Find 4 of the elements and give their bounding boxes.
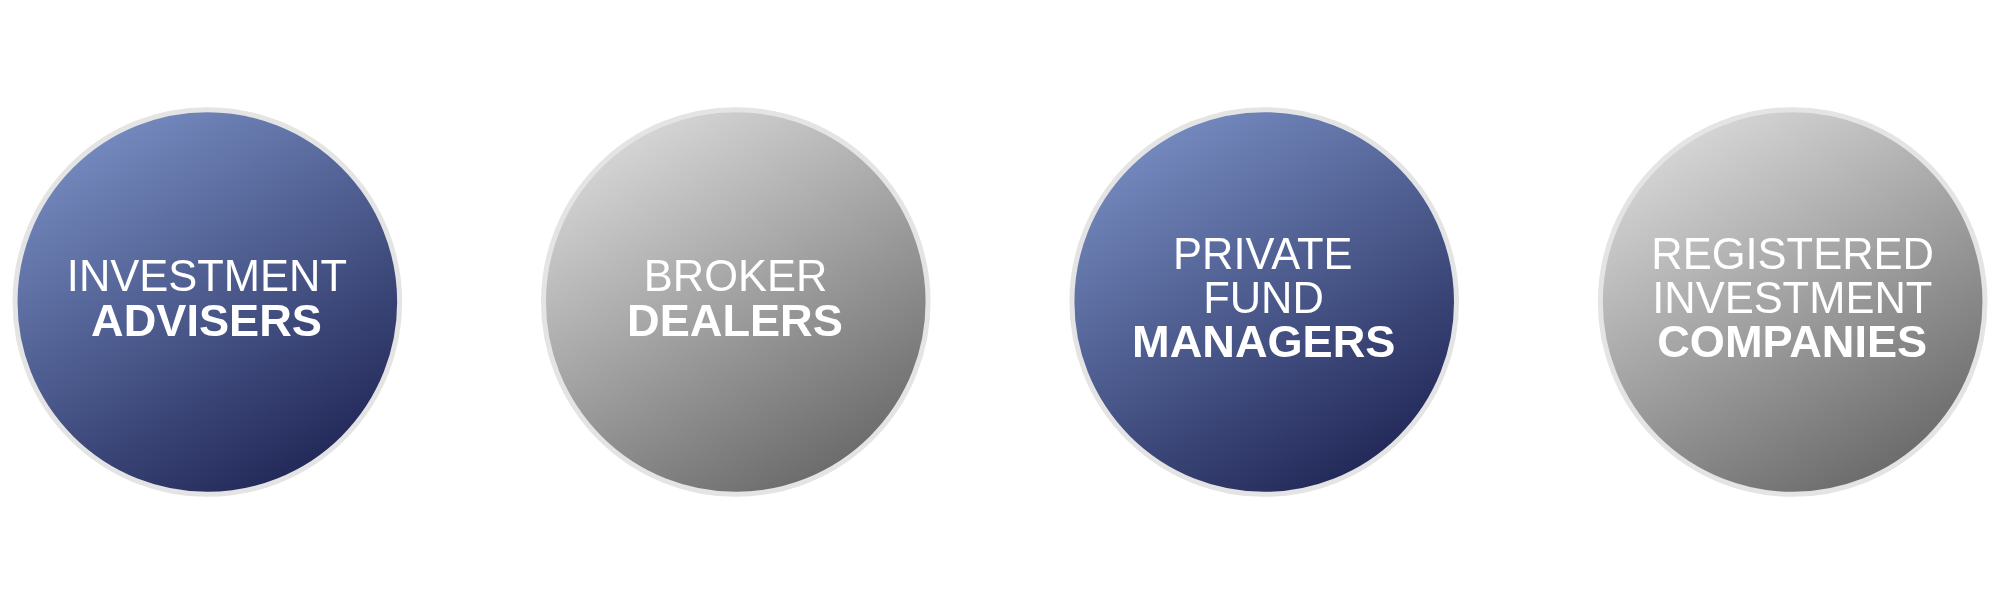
node-circle: REGISTERED INVESTMENT COMPANIES bbox=[1597, 106, 1988, 497]
node-circle: INVESTMENT ADVISERS bbox=[12, 106, 403, 497]
node-circle: BROKER DEALERS bbox=[540, 106, 931, 497]
node-circle: PRIVATE FUND MANAGERS bbox=[1069, 106, 1460, 497]
